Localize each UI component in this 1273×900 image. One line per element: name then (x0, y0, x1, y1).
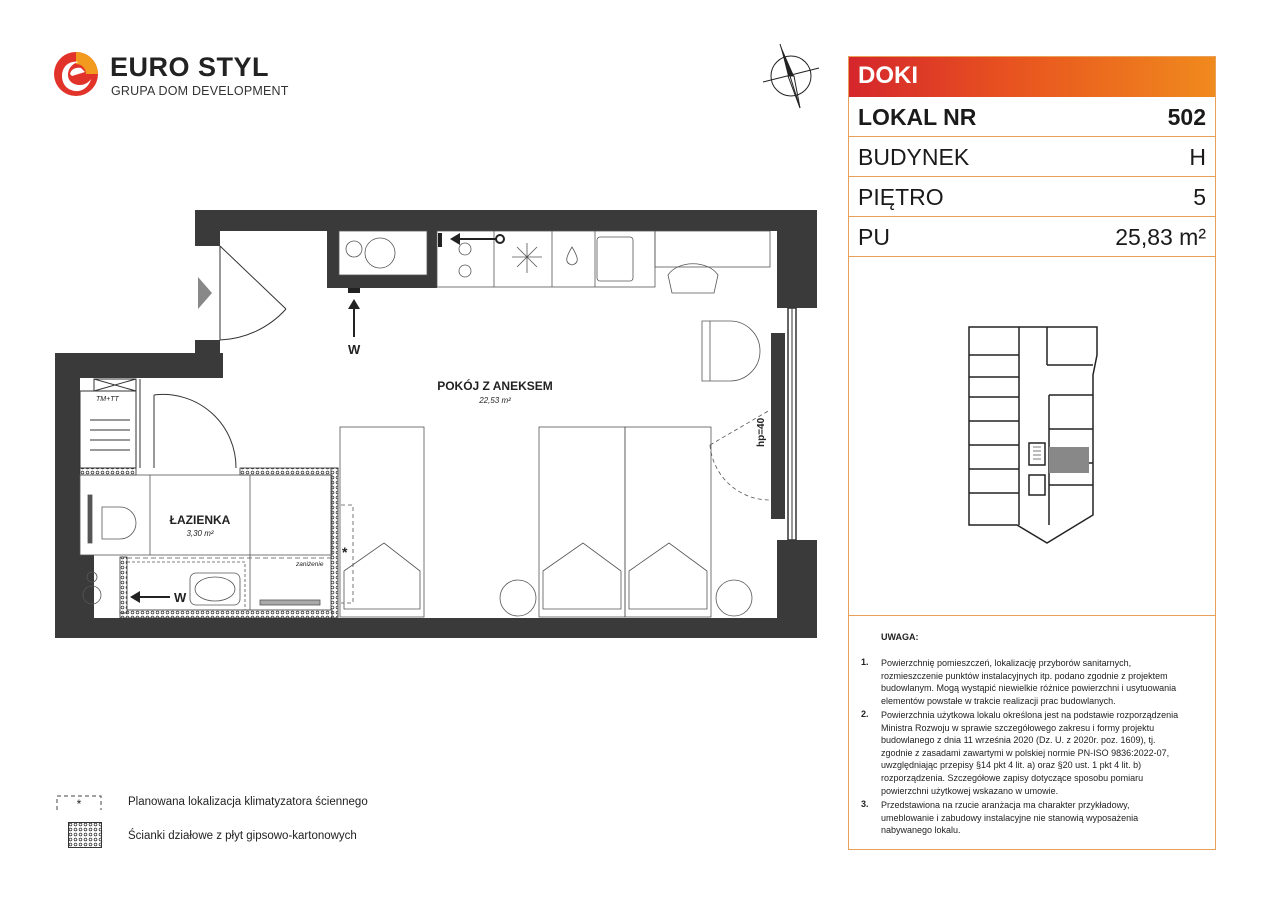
eurostyl-logo-icon (54, 52, 98, 96)
note-text: Powierzchnię pomieszczeń, lokalizację pr… (881, 657, 1203, 707)
legend-ac-icon: * (56, 795, 102, 811)
info-value-unit: 502 (1167, 104, 1206, 130)
drywall-partitions (79, 467, 339, 619)
note-line: Ministra Rozwoju w sprawie szczegółowego… (881, 722, 1155, 733)
note-line: powierzchni użytkowej wskazano w umowie. (881, 785, 1059, 796)
note-number: 3. (861, 799, 869, 809)
note-text: Powierzchnia użytkowa lokalu określona j… (881, 709, 1203, 797)
kitchen-fixtures (338, 230, 771, 294)
brand-name: EURO STYL (110, 52, 270, 82)
room-area-main: 22,53 m² (478, 396, 511, 405)
electric-outlet-icon (438, 233, 505, 247)
floor-location-map (968, 326, 1098, 544)
legend-ac-text: Planowana lokalizacja klimatyzatora ście… (128, 796, 368, 808)
info-row-area: PU 25,83 m² (849, 217, 1215, 257)
info-panel: DOKI LOKAL NR 502 BUDYNEK H PIĘTRO 5 PU … (848, 56, 1216, 850)
note-number: 2. (861, 709, 869, 719)
note-line: Powierzchnia użytkowa lokalu określona j… (881, 710, 1179, 720)
ac-location: * (341, 504, 354, 604)
panel-divider (849, 615, 1215, 616)
tm-tt-label: TM+TT (96, 396, 119, 403)
panel-header: DOKI (849, 57, 1215, 97)
info-row-floor: PIĘTRO 5 (849, 177, 1215, 217)
investment-name: DOKI (858, 62, 918, 89)
entrance-door (198, 245, 287, 341)
note-line: rozmieszczenie punktów instalacyjnych it… (881, 670, 1168, 681)
water-riser-icon (130, 288, 360, 603)
legend-ac-symbol: * (77, 797, 82, 811)
info-value-floor: 5 (1193, 184, 1206, 210)
armchair (701, 320, 761, 382)
note-text: Przedstawiona na rzucie aranżacja ma cha… (881, 799, 1203, 837)
plan-walls (55, 210, 817, 638)
utility-cabinet (79, 378, 141, 469)
note-line: uwzględniając przepisy §14 pkt 4 lit. a)… (881, 760, 1142, 771)
info-label-area: PU (858, 224, 890, 250)
info-value-area: 25,83 m² (1115, 224, 1206, 250)
bathroom-door (153, 393, 237, 469)
bed-double (499, 426, 753, 618)
legend-drywall-text: Ścianki działowe z płyt gipsowo-kartonow… (128, 830, 357, 842)
ceiling-drop-label: zaniżenie (295, 561, 324, 568)
note-line: budowlanym. Mogą wystąpić niewielkie róż… (881, 683, 1177, 694)
note-line: zgodnie z zasadami zawartymi w polskiej … (881, 747, 1170, 758)
ac-mark: * (342, 544, 348, 560)
room-name-main: POKÓJ Z ANEKSEM (437, 378, 553, 393)
info-label-unit: LOKAL NR (858, 104, 977, 130)
brand-subtitle: GRUPA DOM DEVELOPMENT (111, 84, 289, 98)
note-number: 1. (861, 657, 869, 667)
window-height-label: hp=40 (756, 417, 767, 447)
notes-title: UWAGA: (881, 632, 919, 642)
north-arrow-icon (762, 43, 820, 109)
note-line: Przedstawiona na rzucie aranżacja ma cha… (881, 800, 1130, 810)
note-line: nabywanego lokalu. (881, 825, 961, 836)
note-line: elementów powstałe w trakcie realizacji … (881, 695, 1116, 706)
room-name-bathroom: ŁAZIENKA (170, 513, 231, 527)
note-line: umeblowanie i zabudowy instalacyjne nie … (881, 812, 1139, 823)
info-value-building: H (1189, 144, 1206, 170)
note-line: budowlanego z dnia 11 września 2020 (Dz.… (881, 735, 1156, 746)
notes-list: 1. Powierzchnię pomieszczeń, lokalizację… (849, 657, 1215, 847)
unit-highlight (1049, 447, 1089, 473)
window-swing (709, 409, 771, 501)
water-mark-kitchen: W (348, 342, 361, 357)
info-label-building: BUDYNEK (858, 144, 970, 170)
room-area-bathroom: 3,30 m² (186, 529, 213, 538)
brand-logo: EURO STYL GRUPA DOM DEVELOPMENT (52, 50, 292, 106)
floor-plan: TM+TT zaniżenie W W (55, 210, 817, 638)
info-row-building: BUDYNEK H (849, 137, 1215, 177)
note-line: Powierzchnię pomieszczeń, lokalizację pr… (881, 658, 1132, 668)
info-row-unit: LOKAL NR 502 (849, 97, 1215, 137)
bathroom-fixtures (79, 474, 333, 611)
info-label-floor: PIĘTRO (858, 184, 944, 210)
legend-drywall-icon (68, 822, 102, 848)
note-line: rozporządzenia. Szczegółowe zapisy dotyc… (881, 772, 1144, 783)
water-mark-bathroom: W (174, 590, 187, 605)
